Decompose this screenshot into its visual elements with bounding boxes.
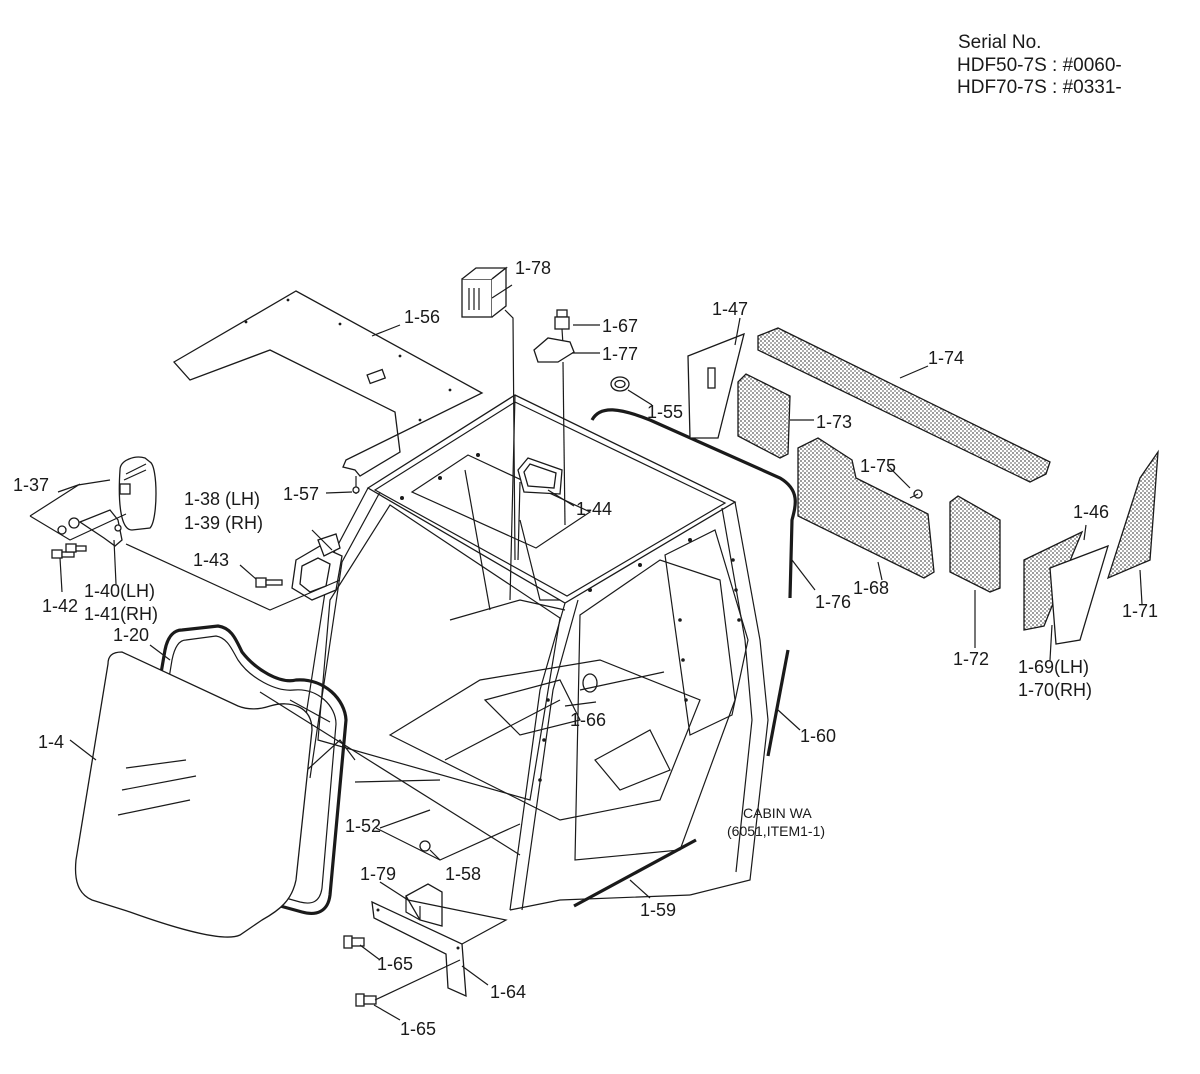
label-1-4: 1-4 xyxy=(38,732,64,752)
part-1-77-plate xyxy=(533,337,575,526)
part-1-52-rod xyxy=(259,691,521,856)
label-1-57: 1-57 xyxy=(283,484,319,504)
label-1-41: 1-41(RH) xyxy=(84,604,158,624)
part-1-68-foam xyxy=(797,437,935,579)
cabin-note-line-2: (6051,ITEM1-1) xyxy=(727,823,825,839)
label-1-67: 1-67 xyxy=(602,316,638,336)
label-1-47: 1-47 xyxy=(712,299,748,319)
part-1-73-foam xyxy=(737,373,791,459)
label-1-58: 1-58 xyxy=(445,864,481,884)
label-1-78: 1-78 xyxy=(515,258,551,278)
label-1-65b: 1-65 xyxy=(400,1019,436,1039)
part-1-65-screw-lower xyxy=(355,993,377,1007)
part-1-43-bolt xyxy=(255,577,283,588)
part-1-46-plate xyxy=(1049,544,1109,645)
label-1-66: 1-66 xyxy=(570,710,606,730)
part-1-44-lamp xyxy=(517,457,563,561)
label-1-76: 1-76 xyxy=(815,592,851,612)
part-1-60-strip xyxy=(766,649,790,757)
label-1-65a: 1-65 xyxy=(377,954,413,974)
label-1-68: 1-68 xyxy=(853,578,889,598)
label-1-52: 1-52 xyxy=(345,816,381,836)
part-1-57-bolt xyxy=(352,476,360,494)
label-1-72: 1-72 xyxy=(953,649,989,669)
label-1-46: 1-46 xyxy=(1073,502,1109,522)
part-1-58-pin xyxy=(419,840,431,852)
cabin-note-line-1: CABIN WA xyxy=(743,805,812,821)
label-1-37: 1-37 xyxy=(13,475,49,495)
part-1-72-foam xyxy=(949,495,1001,593)
label-1-43: 1-43 xyxy=(193,550,229,570)
part-1-59-strip xyxy=(573,838,697,908)
part-1-79-plate xyxy=(405,883,443,927)
label-1-73: 1-73 xyxy=(816,412,852,432)
serial-line-1: HDF50-7S : #0060- xyxy=(957,55,1122,76)
label-1-75: 1-75 xyxy=(860,456,896,476)
label-1-55: 1-55 xyxy=(647,402,683,422)
part-1-75-bolt xyxy=(909,489,923,499)
label-1-20: 1-20 xyxy=(113,625,149,645)
part-1-56-roof-panel xyxy=(172,290,484,477)
label-1-64: 1-64 xyxy=(490,982,526,1002)
label-1-79: 1-79 xyxy=(360,864,396,884)
part-1-71-foam xyxy=(1106,449,1159,580)
label-1-44: 1-44 xyxy=(576,499,612,519)
label-1-56: 1-56 xyxy=(404,307,440,327)
label-1-74: 1-74 xyxy=(928,348,964,368)
label-1-40: 1-40(LH) xyxy=(84,581,155,601)
part-1-47-plate xyxy=(687,332,745,439)
label-1-39: 1-39 (RH) xyxy=(184,513,263,533)
part-labels: 1-78 1-67 1-77 1-55 1-47 1-74 1-73 1-75 … xyxy=(13,258,1158,1039)
part-1-74-foam xyxy=(757,327,1051,483)
cabin-frame xyxy=(295,394,769,911)
part-1-78-light xyxy=(461,266,516,561)
part-1-4-glass xyxy=(74,651,313,938)
label-1-71: 1-71 xyxy=(1122,601,1158,621)
part-1-38-bracket xyxy=(291,533,343,601)
part-1-67-bolt xyxy=(554,309,570,346)
leader-lines xyxy=(29,284,1143,1021)
serial-line-2: HDF70-7S : #0331- xyxy=(957,77,1122,98)
label-1-69: 1-69(LH) xyxy=(1018,657,1089,677)
part-1-37-mirror xyxy=(57,456,157,547)
label-1-60: 1-60 xyxy=(800,726,836,746)
label-1-77: 1-77 xyxy=(602,344,638,364)
part-1-76-seal xyxy=(590,408,797,599)
label-1-38: 1-38 (LH) xyxy=(184,489,260,509)
serial-title: Serial No. xyxy=(958,32,1041,53)
part-1-55-grommet xyxy=(610,376,630,392)
part-1-42-bolts xyxy=(51,543,87,559)
label-1-42: 1-42 xyxy=(42,596,78,616)
part-1-65-screw-upper xyxy=(343,935,365,949)
label-1-70: 1-70(RH) xyxy=(1018,680,1092,700)
rod-end xyxy=(289,699,331,723)
label-1-59: 1-59 xyxy=(640,900,676,920)
